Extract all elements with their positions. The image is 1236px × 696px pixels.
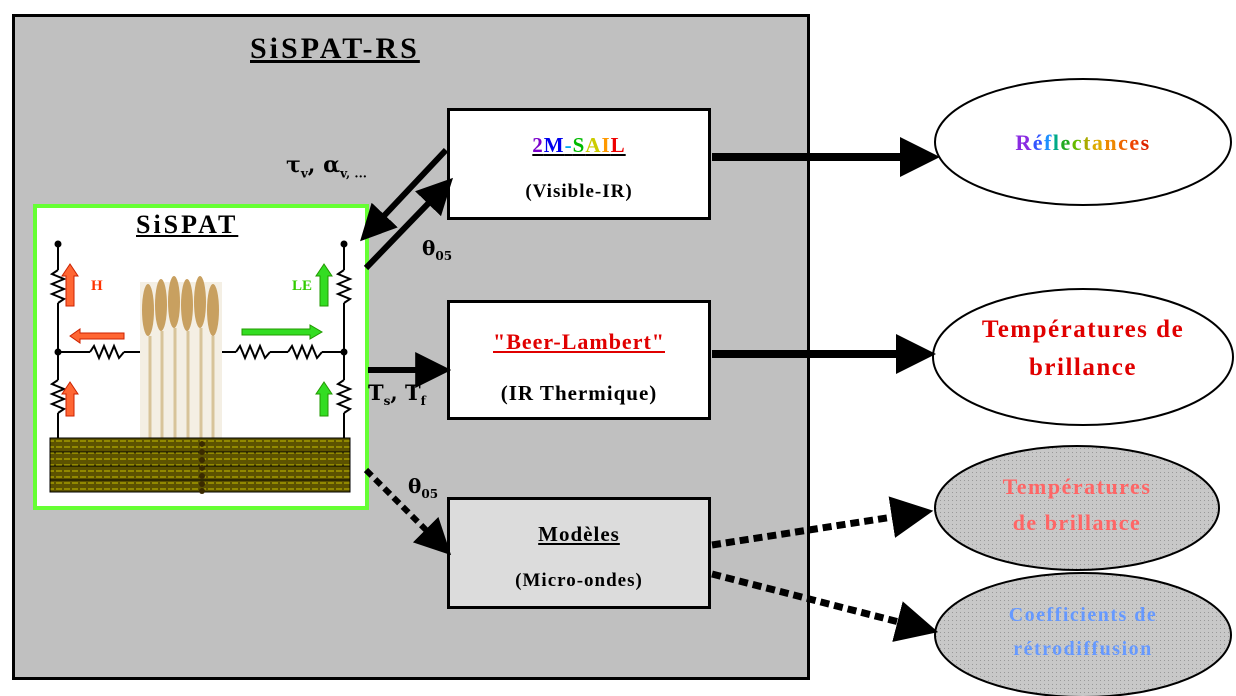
- micro-subtitle: (Micro-ondes): [515, 570, 643, 591]
- arrow-sail-to-sispat: [360, 147, 449, 242]
- refl-e: é: [1032, 130, 1044, 155]
- coefficients-line2: rétrodiffusion: [1013, 638, 1153, 660]
- sail-title-l: L: [610, 133, 626, 157]
- temperatures-line2: brillance: [1029, 354, 1137, 381]
- soil-node-chain: [199, 441, 205, 494]
- temperatures-line1: Températures de: [981, 316, 1185, 343]
- sensible-heat-arrows: [61, 263, 125, 417]
- refl-c: c: [1071, 130, 1083, 155]
- refl-n: n: [1104, 130, 1119, 155]
- refl-a: a: [1091, 130, 1105, 155]
- sail-title-a: A: [585, 133, 602, 157]
- refl-e2: e: [1060, 130, 1072, 155]
- alpha-symbol: α: [323, 152, 341, 178]
- sail-title-i: I: [601, 133, 611, 157]
- sail-title-2: 2: [532, 133, 544, 157]
- beer-lambert-title: "Beer-Lambert": [493, 329, 665, 354]
- arrow-micro-to-coef: [711, 570, 939, 642]
- refl-t: t: [1082, 130, 1092, 155]
- mw-temperatures-line2: de brillance: [1012, 510, 1142, 535]
- sail-title-dash: -: [564, 133, 573, 157]
- reflectances-text-wrap: Réflectances: [935, 130, 1231, 160]
- arrow-micro-to-mw-temp: [711, 496, 934, 549]
- arrow-sispat-to-micro: [363, 467, 452, 556]
- le-label: LE: [292, 278, 313, 294]
- tau-alpha-label: τv, αv, ...: [286, 152, 367, 181]
- coefficients-line1: Coefficients de: [1008, 604, 1158, 626]
- circuit-diagram: [49, 244, 353, 440]
- refl-c2: c: [1118, 130, 1130, 155]
- refl-l: l: [1052, 130, 1061, 155]
- latent-heat-arrows: [241, 263, 333, 417]
- arrow-sispat-to-sail: [363, 177, 453, 271]
- beer-lambert-subtitle: (IR Thermique): [500, 381, 658, 405]
- refl-r: R: [1015, 130, 1033, 155]
- coefficients-text-wrap: Coefficients de rétrodiffusion: [935, 604, 1231, 674]
- ts-tf-label: Ts, Tf: [368, 380, 426, 409]
- refl-e3: e: [1129, 130, 1141, 155]
- theta-top-label: θ05: [422, 236, 453, 263]
- sail-subtitle: (Visible-IR): [525, 181, 633, 202]
- sail-title-m: M: [543, 133, 565, 157]
- micro-title: Modèles: [538, 522, 620, 546]
- sail-box: 2M-SAIL (Visible-IR): [447, 108, 711, 220]
- tau-symbol: τ: [286, 152, 301, 178]
- temperatures-text-wrap: Températures de brillance: [933, 316, 1233, 386]
- mw-temperatures-ellipse: [934, 445, 1220, 571]
- wheat-canopy-icon: [140, 276, 222, 438]
- refl-f: f: [1044, 130, 1053, 155]
- mw-temperatures-text-wrap: Températures de brillance: [935, 474, 1219, 544]
- sispat-title: SiSPAT: [136, 210, 239, 239]
- micro-box: Modèles (Micro-ondes): [447, 497, 711, 609]
- h-label: H: [91, 278, 103, 294]
- main-title: SiSPAT-RS: [250, 32, 420, 65]
- refl-s: s: [1140, 130, 1151, 155]
- sail-title: 2M-SAIL: [450, 133, 708, 158]
- sail-title-s: S: [572, 133, 586, 157]
- theta-bottom-label: θ05: [408, 474, 439, 501]
- beer-lambert-box: "Beer-Lambert" (IR Thermique): [447, 300, 711, 420]
- reflectances-text: Réflectances: [935, 130, 1231, 156]
- mw-temperatures-line1: Températures: [1002, 474, 1152, 499]
